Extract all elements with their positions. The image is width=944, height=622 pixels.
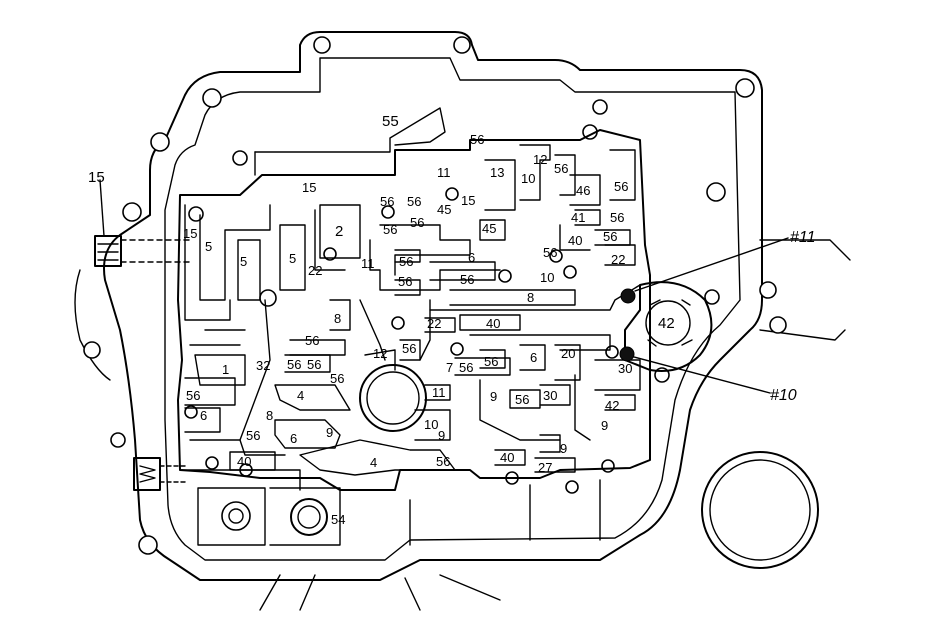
bolt-15 (94, 179, 191, 267)
circuit-label: 56 (383, 222, 397, 237)
circuit-label: 56 (330, 371, 344, 386)
circuit-label: 9 (490, 389, 497, 404)
circuit-label: 15 (183, 226, 197, 241)
circuit-label: 56 (307, 357, 321, 372)
circuit-label: 22 (308, 263, 322, 278)
circuit-label: 11 (361, 256, 375, 271)
circuit-label: 8 (266, 408, 273, 423)
lower-pads (197, 479, 601, 546)
check-balls (619, 237, 789, 394)
circuit-label: 27 (538, 460, 552, 475)
central-bore (359, 364, 427, 432)
circuit-label: 56 (287, 357, 301, 372)
circuit-label: 45 (437, 202, 451, 217)
circuit-label: 56 (614, 179, 628, 194)
circuit-label: 56 (610, 210, 624, 225)
circuit-label: 40 (568, 233, 582, 248)
spring (133, 457, 186, 491)
callout-check-ball-10: #10 (770, 387, 797, 404)
circuit-label: 56 (305, 333, 319, 348)
case-outline (74, 31, 851, 611)
circuit-label: 56 (186, 388, 200, 403)
circuit-label: 10 (424, 417, 438, 432)
circuit-label: 8 (527, 290, 534, 305)
circuit-label: 15 (461, 193, 475, 208)
circuit-label: 4 (297, 388, 304, 403)
circuit-label: 9 (438, 428, 445, 443)
circuit-label: 15 (302, 180, 316, 195)
circuit-label: 56 (398, 274, 412, 289)
circuit-label: 54 (331, 512, 345, 527)
circuit-label: 42 (605, 398, 619, 413)
circuit-label: 22 (611, 252, 625, 267)
bolt-holes (83, 36, 787, 555)
circuit-label: 46 (576, 183, 590, 198)
valve-body (177, 107, 651, 491)
circuit-label: 40 (500, 450, 514, 465)
circuit-label: 5 (205, 239, 212, 254)
circuit-label: 56 (407, 194, 421, 209)
circuit-label: 6 (468, 250, 475, 265)
circuit-label: 42 (658, 315, 675, 332)
circuit-label: 40 (237, 454, 251, 469)
circuit-label: 12 (373, 346, 387, 361)
circuit-label: 56 (484, 354, 498, 369)
check-ball-10 (619, 346, 635, 362)
circuit-label: 4 (370, 455, 377, 470)
check-ball-11 (620, 288, 636, 304)
circuit-label: 56 (603, 229, 617, 244)
circuit-label: 56 (554, 161, 568, 176)
circuit-label: 56 (470, 132, 484, 147)
circuit-label: 6 (200, 408, 207, 423)
circuit-label: 30 (543, 388, 557, 403)
circuit-label: 20 (561, 346, 575, 361)
circuit-label: 10 (521, 171, 535, 186)
circuit-label: 56 (410, 215, 424, 230)
circuit-label: 9 (560, 441, 567, 456)
circuit-label: 6 (290, 431, 297, 446)
circuit-label: 5 (289, 251, 296, 266)
circuit-label: 6 (530, 350, 537, 365)
circuit-labels: 55 56 12 56 56 13 10 46 11 15 56 56 45 1… (183, 113, 675, 527)
circuit-label: 9 (601, 418, 608, 433)
circuit-label: 41 (571, 210, 585, 225)
circuit-label: 7 (446, 360, 453, 375)
circuit-label: 13 (490, 165, 504, 180)
circuit-label: 56 (459, 360, 473, 375)
circuit-label: 56 (460, 272, 474, 287)
leader-11 (634, 237, 789, 292)
circuit-label: 55 (382, 113, 399, 130)
accumulator-42 (624, 281, 713, 372)
circuit-label: 40 (486, 316, 500, 331)
circuit-label: 56 (436, 454, 450, 469)
circuit-label: 56 (399, 254, 413, 269)
circuit-label: 56 (515, 392, 529, 407)
circuit-label: 9 (326, 425, 333, 440)
fitting-54 (290, 498, 328, 536)
circuit-label: 56 (380, 194, 394, 209)
circuit-label: 56 (246, 428, 260, 443)
circuit-label: 10 (540, 270, 554, 285)
circuit-label: 45 (482, 221, 496, 236)
seal-ring (701, 451, 819, 569)
circuit-label: 32 (256, 358, 270, 373)
circuit-label: 2 (335, 223, 343, 240)
circuit-label: 8 (334, 311, 341, 326)
circuit-label: 56 (543, 245, 557, 260)
callout-check-ball-11: #11 (790, 229, 816, 246)
circuit-label: 22 (427, 316, 441, 331)
circuit-label: 11 (432, 385, 446, 400)
leader-10 (633, 356, 771, 394)
circuit-label: 30 (618, 361, 632, 376)
circuit-label: 12 (533, 152, 547, 167)
circuit-label: 11 (437, 165, 451, 180)
callout-bolt: 15 (88, 169, 105, 186)
circuit-label: 1 (222, 362, 229, 377)
circuit-label: 56 (402, 341, 416, 356)
circuit-label: 5 (240, 254, 247, 269)
